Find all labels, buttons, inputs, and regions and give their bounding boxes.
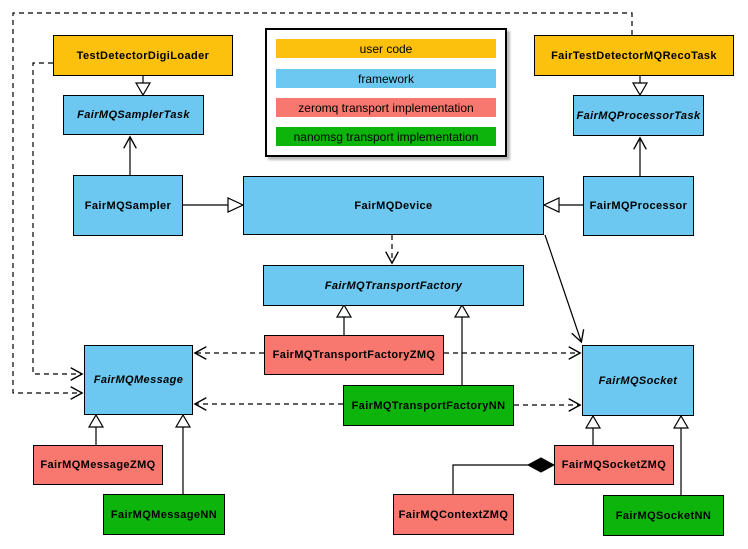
node-fairmqprocessor: FairMQProcessor (583, 176, 694, 236)
legend-item-zeromq: zeromq transport implementation (276, 98, 496, 117)
node-fairmqsocketzmq: FairMQSocketZMQ (554, 445, 674, 485)
node-label: FairMQTransportFactory (324, 279, 463, 292)
node-label: FairMQMessageNN (110, 508, 218, 521)
legend-item-user-code: user code (276, 39, 496, 58)
edge-device-socket-association (544, 234, 585, 344)
node-label: FairMQTransportFactoryZMQ (272, 349, 436, 361)
node-fairmqsocket: FairMQSocket (582, 345, 694, 416)
node-fairmqsampler: FairMQSampler (73, 175, 183, 236)
node-label: FairTestDetectorMQRecoTask (551, 49, 717, 62)
node-fairmqtransportfactory: FairMQTransportFactory (263, 265, 524, 306)
edge-sampler-device-inheritance (183, 197, 245, 213)
node-fairmqprocessortask: FairMQProcessorTask (573, 95, 704, 136)
node-fairmqsocketnn: FairMQSocketNN (603, 495, 724, 536)
legend-item-framework: framework (276, 69, 496, 88)
node-label: FairMQSocketNN (615, 509, 712, 522)
node-fairmqcontextzmq: FairMQContextZMQ (393, 494, 514, 535)
node-fairtestdetectormqrecotask: FairTestDetectorMQRecoTask (534, 35, 734, 76)
node-label: FairMQMessage (93, 374, 184, 386)
node-label: FairMQSampler (84, 199, 172, 212)
node-fairmqdevice: FairMQDevice (243, 176, 544, 235)
node-label: FairMQSamplerTask (77, 109, 190, 121)
edge-digiloader-samplertask-inheritance (134, 76, 152, 97)
node-testdetectordigiloader: TestDetectorDigiLoader (53, 35, 233, 76)
legend: user code framework zeromq transport imp… (265, 28, 507, 157)
node-fairmqmessage: FairMQMessage (84, 345, 193, 415)
edge-socketnn-socket-inheritance (672, 414, 690, 495)
node-label: FairMQDevice (354, 199, 433, 212)
edge-messagenn-message-inheritance (174, 413, 192, 494)
node-label: FairMQSocketZMQ (561, 459, 667, 471)
edge-processor-device-inheritance (542, 197, 583, 213)
node-fairmqtransportfactoryzmq: FairMQTransportFactoryZMQ (264, 335, 444, 375)
node-label: FairMQProcessor (589, 200, 688, 212)
node-label: FairMQTransportFactoryNN (351, 399, 506, 412)
edge-digiloader-message-dependency (32, 62, 84, 381)
edge-messagezmq-message-inheritance (87, 413, 105, 445)
node-label: FairMQSocket (598, 374, 678, 387)
node-fairmqmessagenn: FairMQMessageNN (103, 494, 225, 535)
node-fairmqtransportfactorynn: FairMQTransportFactoryNN (343, 385, 514, 426)
node-label: FairMQContextZMQ (398, 508, 509, 521)
legend-item-nanomsg: nanomsg transport implementation (276, 127, 496, 146)
node-label: FairMQMessageZMQ (40, 459, 156, 471)
edge-factorynn-transportfactory-inheritance (453, 303, 471, 385)
node-fairmqmessagezmq: FairMQMessageZMQ (33, 445, 163, 485)
edge-recotask-processortask-inheritance (631, 76, 649, 97)
edge-factoryzmq-transportfactory-inheritance (335, 303, 353, 335)
edge-socketzmq-contextzmq-composition (452, 457, 556, 494)
edge-recotask-message-dependency (12, 12, 633, 400)
node-fairmqsamplertask: FairMQSamplerTask (63, 95, 204, 135)
edge-socketzmq-socket-inheritance (584, 414, 602, 445)
node-label: FairMQProcessorTask (576, 109, 701, 122)
node-label: TestDetectorDigiLoader (76, 49, 210, 62)
